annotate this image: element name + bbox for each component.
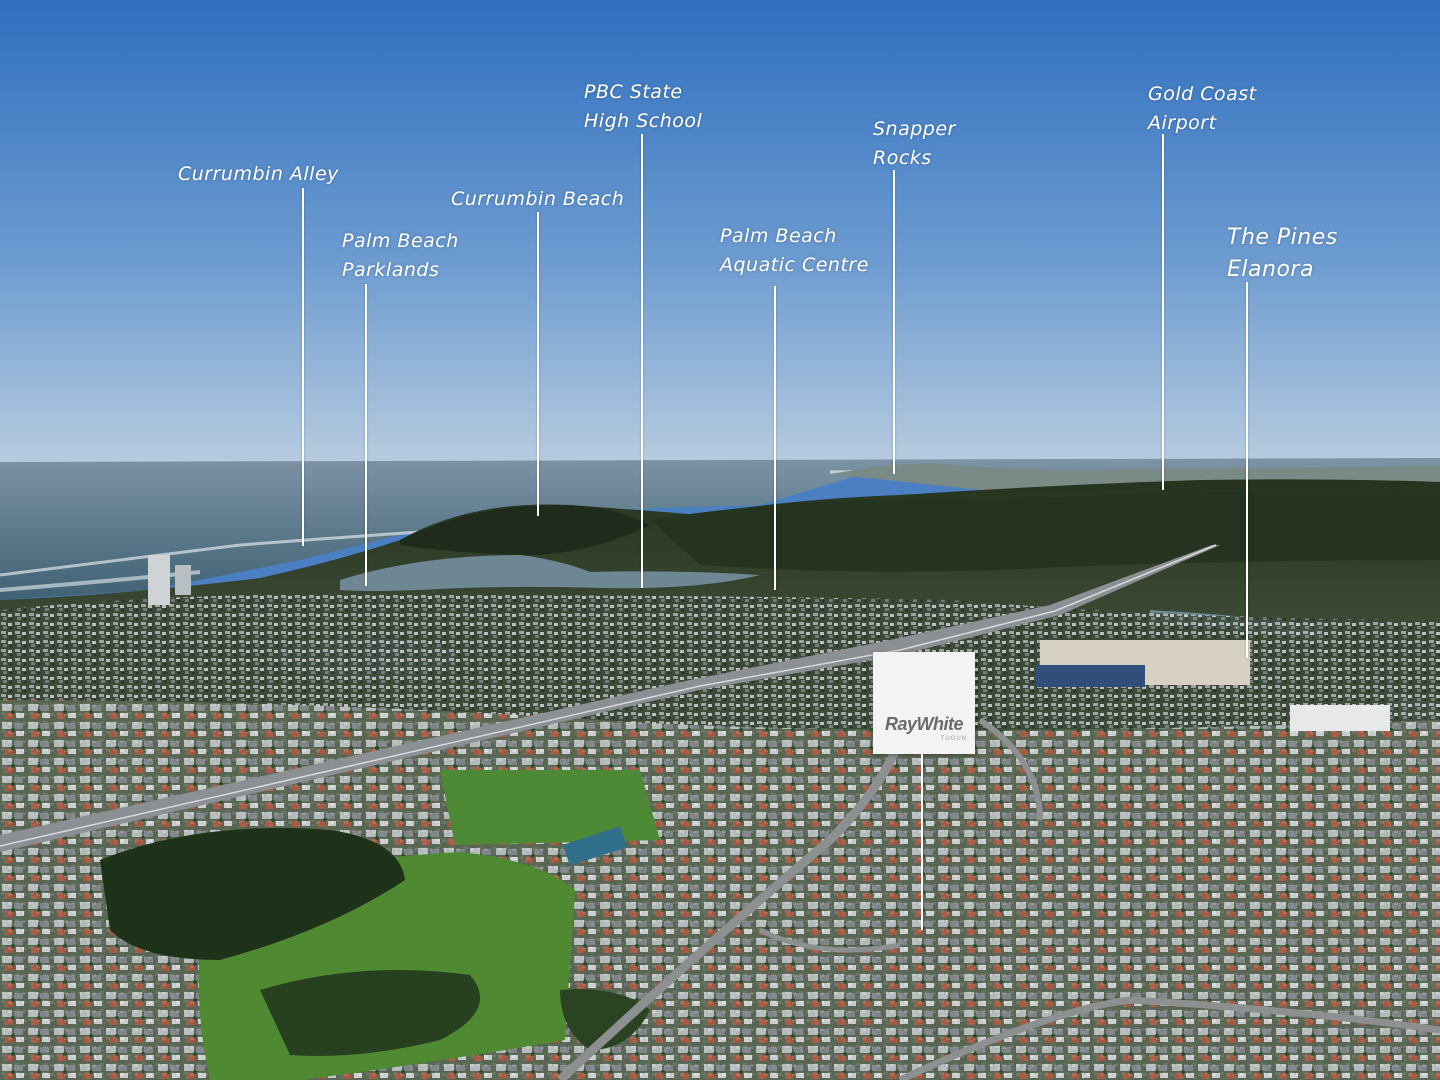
property-marker-line — [921, 754, 923, 930]
logo-brand-text: RayWhite — [884, 714, 964, 734]
label-the-pines-elanora: The Pines Elanora — [1227, 225, 1338, 282]
leader-gold-coast-airport — [1162, 134, 1164, 490]
label-snapper-rocks: Snapper Rocks — [873, 118, 956, 169]
leader-the-pines-elanora — [1246, 282, 1248, 658]
sky — [0, 0, 1440, 470]
label-palm-beach-parklands: Palm Beach Parklands — [342, 230, 459, 281]
estuary — [340, 555, 760, 591]
leader-palm-beach-aquatic-centre — [774, 286, 776, 590]
label-palm-beach-aquatic-centre: Palm Beach Aquatic Centre — [720, 225, 869, 276]
logo-office-text: TUGUN — [940, 736, 967, 742]
ocean — [0, 458, 1440, 600]
label-pbc-state-high-school: PBC State High School — [584, 81, 703, 132]
leader-currumbin-alley — [302, 188, 304, 546]
label-currumbin-beach: Currumbin Beach — [451, 188, 625, 210]
ray-white-logo: RayWhite TUGUN — [873, 652, 975, 754]
label-gold-coast-airport: Gold Coast Airport — [1148, 83, 1257, 134]
highway — [0, 545, 1220, 852]
leader-pbc-state-high-school — [641, 134, 643, 588]
leader-currumbin-beach — [537, 212, 539, 516]
leader-snapper-rocks — [893, 170, 895, 474]
label-currumbin-alley: Currumbin Alley — [178, 163, 339, 185]
leader-palm-beach-parklands — [365, 284, 367, 586]
